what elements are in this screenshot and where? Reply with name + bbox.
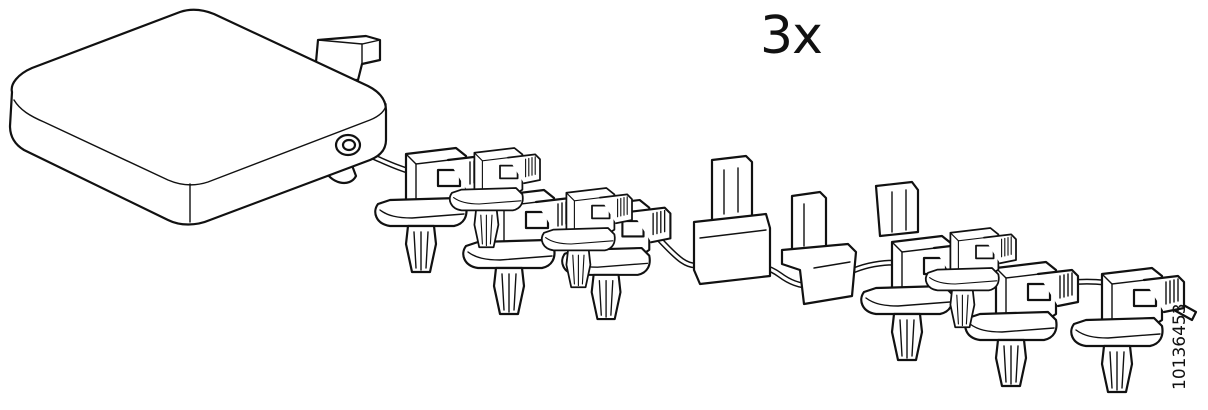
clip-light-icon [449,147,541,249]
quantity-label: 3x [760,6,823,66]
clip-light-icon [1070,266,1186,394]
standing-clip-icon [780,190,858,306]
article-number: 10136453 [1170,303,1190,390]
power-adapter-icon [8,8,388,226]
clip-light-icon [541,187,633,289]
standing-clip-icon [692,154,772,286]
standing-clip-icon [874,180,920,238]
clip-light-icon [925,227,1017,329]
clip-light-icon [964,260,1080,388]
